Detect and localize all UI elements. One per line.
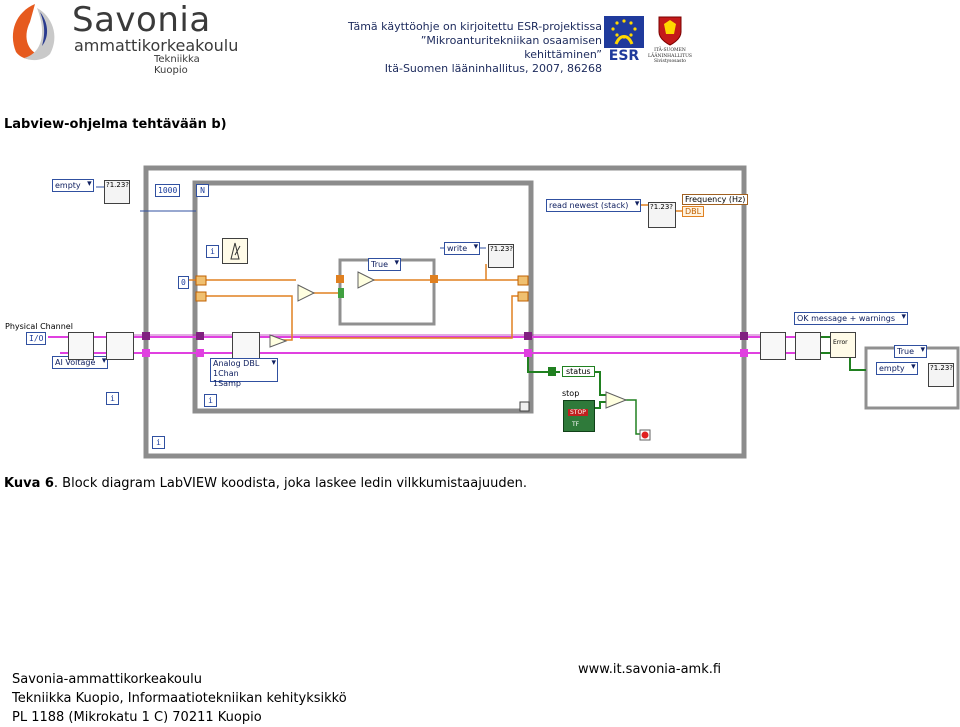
analog-dbl-label: Analog DBL xyxy=(213,359,260,368)
prop-tag-right: ?1.23? xyxy=(930,364,954,372)
caption-prefix: Kuva 6 xyxy=(4,476,54,491)
property-node-top: ?1.23? xyxy=(104,180,130,204)
simple-error-handler-node: Error xyxy=(830,332,856,358)
frequency-indicator-dbl: DBL xyxy=(682,206,705,217)
one-chan-label: 1Chan 1Samp xyxy=(213,369,241,388)
project-line-3: Itä-Suomen lääninhallitus, 2007, 86268 xyxy=(384,62,602,75)
iteration-i-while: i xyxy=(152,436,165,449)
project-line-2: ”Mikroanturitekniikan osaamisen kehittäm… xyxy=(420,34,602,61)
iteration-i-for: i xyxy=(204,394,217,407)
diagram-wires xyxy=(48,165,960,459)
prop-tag-read: ?1.23? xyxy=(650,203,674,211)
daq-read-node xyxy=(232,332,260,360)
stop-tf-label: TF xyxy=(572,421,580,428)
logo-subtitle: ammattikorkeakoulu xyxy=(74,36,239,55)
daq-clear-task-node xyxy=(795,332,821,360)
footer-url[interactable]: www.it.savonia-amk.fi xyxy=(578,662,722,677)
savonia-logo-icon xyxy=(12,4,55,61)
read-newest-ring[interactable]: read newest (stack) xyxy=(546,199,642,212)
section-heading: Labview-ohjelma tehtävään b) xyxy=(4,117,227,132)
footer-line-3: PL 1188 (Mikrokatu 1 C) 70211 Kuopio xyxy=(12,710,262,725)
property-node-right: ?1.23? xyxy=(928,363,954,387)
error-handler-label: Error xyxy=(833,339,848,346)
daq-stop-task-node xyxy=(760,332,786,360)
right-case-true[interactable]: True xyxy=(894,345,927,358)
while-loop-frame xyxy=(143,165,747,459)
stop-button[interactable]: STOP TF xyxy=(563,400,595,432)
physical-channel-label: Physical Channel xyxy=(5,322,73,331)
prop-tag-top: ?1.23? xyxy=(106,181,130,189)
esr-flag-icon xyxy=(604,16,644,48)
property-node-write: ?1.23? xyxy=(488,244,514,268)
logo-unit: Tekniikka Kuopio xyxy=(154,54,200,76)
case-selector-true[interactable]: True xyxy=(368,258,401,271)
daq-create-channel-node xyxy=(68,332,94,360)
prop-tag-write: ?1.23? xyxy=(490,245,514,253)
figure-caption: Kuva 6. Block diagram LabVIEW koodista, … xyxy=(4,476,527,491)
daq-start-task-node xyxy=(106,332,134,360)
iteration-i-inner: i xyxy=(206,245,219,258)
status-unbundle: status xyxy=(562,366,595,377)
ok-message-ring[interactable]: OK message + warnings xyxy=(794,312,909,325)
io-channel-const: I/O xyxy=(26,332,47,345)
stop-label: stop xyxy=(562,389,580,398)
esr-text: ESR xyxy=(608,48,640,64)
const-1000: 1000 xyxy=(155,184,181,197)
labview-block-diagram: empty ?1.23? 1000 N i 0 True write ?1.23… xyxy=(0,160,960,460)
footer-address: Savonia-ammattikorkeakoulu Tekniikka Kuo… xyxy=(12,670,347,727)
write-ring[interactable]: write xyxy=(444,242,481,255)
iteration-i-outer-left: i xyxy=(106,392,119,405)
empty-ring-right[interactable]: empty xyxy=(876,362,918,375)
project-info: Tämä käyttöohje on kirjoitettu ESR-proje… xyxy=(340,20,602,76)
province-line-3: Sivistysosasto xyxy=(653,59,686,64)
project-line-1: Tämä käyttöohje on kirjoitettu ESR-proje… xyxy=(348,20,602,33)
caption-text: . Block diagram LabVIEW koodista, joka l… xyxy=(53,476,527,491)
savonia-logo: Savonia ammattikorkeakoulu Tekniikka Kuo… xyxy=(4,0,238,76)
stop-button-label: STOP xyxy=(568,409,588,416)
wait-timer-node xyxy=(222,238,248,264)
property-node-read: ?1.23? xyxy=(648,202,676,228)
province-line-1: ITÄ-SUOMEN xyxy=(654,48,686,53)
esr-logo: ESR xyxy=(604,16,644,64)
coat-of-arms-icon xyxy=(658,16,682,46)
empty-ring-top[interactable]: empty xyxy=(52,179,94,192)
analog-dbl-ring[interactable]: Analog DBL 1Chan 1Samp xyxy=(210,358,278,388)
province-logo: ITÄ-SUOMEN LÄÄNINHALLITUS Sivistysosasto xyxy=(646,16,694,68)
province-line-2: LÄÄNINHALLITUS xyxy=(648,53,692,59)
logo-name: Savonia xyxy=(72,0,211,40)
footer-line-2: Tekniikka Kuopio, Informaatiotekniikan k… xyxy=(12,691,347,706)
const-0: 0 xyxy=(178,276,189,289)
frequency-label: Frequency (Hz) xyxy=(682,194,749,205)
metronome-icon xyxy=(230,242,241,260)
loop-count-n: N xyxy=(196,184,209,197)
footer-line-1: Savonia-ammattikorkeakoulu xyxy=(12,672,202,687)
